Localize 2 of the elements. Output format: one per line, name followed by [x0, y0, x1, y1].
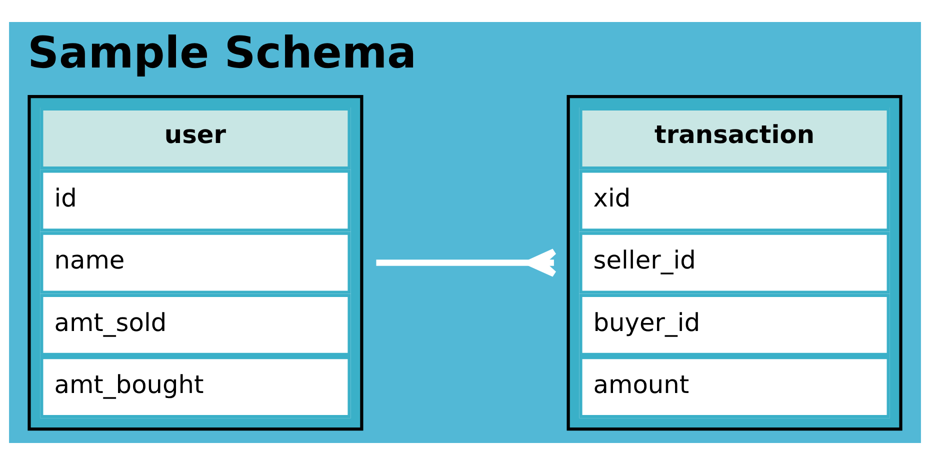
connector — [376, 248, 558, 277]
diagram-title: Sample Schema — [28, 28, 417, 78]
